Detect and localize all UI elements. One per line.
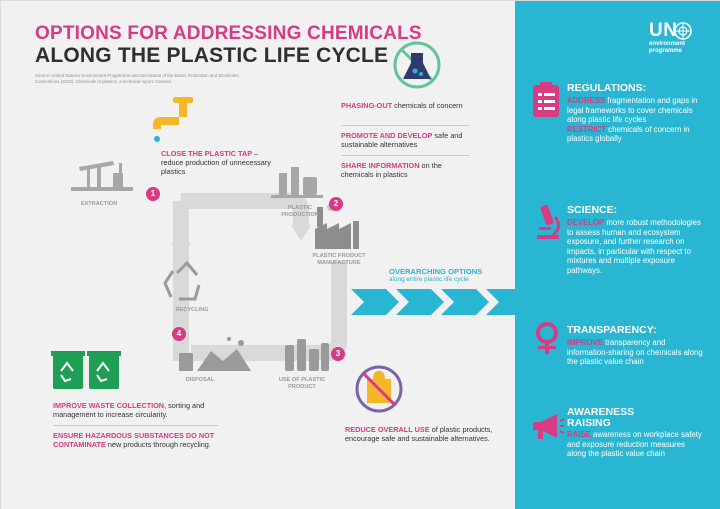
- no-flask-icon: [393, 41, 441, 89]
- regulations-point-1: ADDRESS fragmentation and gaps in legal …: [567, 96, 707, 125]
- stage-extraction: EXTRACTION: [80, 201, 118, 207]
- overarching-arrows: [351, 289, 529, 315]
- transparency-body: IMPROVE transparency and information-sha…: [567, 338, 703, 367]
- un-emblem-icon: [674, 22, 692, 40]
- stage-use: USE OF PLASTIC PRODUCT: [278, 377, 326, 390]
- tap-option: CLOSE THE PLASTIC TAP – reduce productio…: [161, 149, 281, 176]
- regulations-point-2-highlight: RESTRICT: [567, 124, 606, 134]
- science-text: more robust methodologies to assess huma…: [567, 218, 701, 275]
- production-option-1-text: chemicals of concern: [392, 101, 463, 110]
- transparency-section: TRANSPARENCY: IMPROVE transparency and i…: [567, 325, 703, 367]
- left-panel: [1, 1, 515, 509]
- no-plastic-bag-icon: [355, 365, 403, 413]
- waste-option-2-highlight: ENSURE HAZARDOUS SUBSTANCES DO NOT CONTA…: [53, 431, 215, 449]
- megaphone-icon: [533, 414, 565, 439]
- magnifier-icon: [536, 322, 558, 354]
- microscope-icon: [537, 204, 560, 239]
- production-option-2-text: safe and sustainable alternatives: [341, 131, 463, 149]
- waste-option-1-highlight: IMPROVE WASTE COLLECTION: [53, 401, 165, 410]
- title-line-2: ALONG THE PLASTIC LIFE CYCLE: [35, 44, 389, 67]
- production-option-1: PHASING-OUT chemicals of concern: [341, 101, 471, 110]
- production-option-3-highlight: SHARE INFORMATION: [341, 161, 420, 170]
- production-option-3: SHARE INFORMATION on the chemicals in pl…: [341, 161, 471, 179]
- waste-option-1: IMPROVE WASTE COLLECTION, sorting and ma…: [53, 401, 223, 419]
- recycling-icon: [163, 260, 201, 301]
- transparency-heading: TRANSPARENCY:: [567, 324, 657, 336]
- use-option-highlight: REDUCE OVERALL USE: [345, 425, 430, 434]
- flow-path-top: [181, 193, 309, 227]
- divider: [341, 155, 469, 156]
- overarching-options: OVERARCHING OPTIONS along entire plastic…: [389, 267, 509, 284]
- refinery-icon: [271, 167, 323, 198]
- title-line-1: OPTIONS FOR ADDRESSING CHEMICALS: [35, 23, 422, 44]
- awareness-body: RAISE awareness on workplace safety and …: [567, 430, 703, 459]
- use-option-text: of plastic products, encourage safe and …: [345, 425, 493, 443]
- divider: [341, 125, 469, 126]
- science-heading: SCIENCE:: [567, 204, 618, 216]
- stage-recycling: RECYCLING: [175, 307, 209, 313]
- recycle-bin-icon-1: [51, 351, 85, 389]
- regulations-point-2-text: chemicals of concern in plastics globall…: [567, 124, 690, 144]
- bottles-icon: [285, 339, 329, 371]
- production-option-3-text: on the chemicals in plastics: [341, 161, 442, 179]
- logo-line-1: environment: [649, 41, 686, 47]
- step-number-3: 3: [331, 347, 345, 361]
- un-logo-text: UN: [649, 20, 678, 41]
- step-number-4: 4: [172, 327, 186, 341]
- stage-manufacture: PLASTIC PRODUCT MANUFACTURE: [312, 253, 366, 266]
- science-section: SCIENCE: DEVELOP more robust methodologi…: [567, 205, 703, 276]
- stage-production: PLASTIC PRODUCTION: [281, 205, 319, 218]
- landfill-icon: [179, 337, 251, 371]
- production-option-2-highlight: PROMOTE AND DEVELOP: [341, 131, 433, 140]
- awareness-section: AWARENESS RAISING RAISE awareness on wor…: [567, 407, 703, 459]
- tap-option-text: – reduce production of unnecessary plast…: [161, 149, 271, 176]
- recycle-bin-icon-2: [87, 351, 121, 389]
- waste-option-2: ENSURE HAZARDOUS SUBSTANCES DO NOT CONTA…: [53, 431, 223, 449]
- awareness-heading-2: RAISING: [567, 417, 611, 429]
- transparency-highlight: IMPROVE: [567, 338, 603, 347]
- waste-option-1-text: , sorting and management to increase cir…: [53, 401, 205, 419]
- production-option-2: PROMOTE AND DEVELOP safe and sustainable…: [341, 131, 471, 149]
- regulations-point-1-highlight: ADDRESS: [567, 96, 606, 105]
- tap-icon: [153, 97, 193, 142]
- science-body: DEVELOP more robust methodologies to ass…: [567, 218, 703, 276]
- use-option: REDUCE OVERALL USE of plastic products, …: [345, 425, 495, 443]
- awareness-highlight: RAISE: [567, 430, 591, 439]
- regulations-section: REGULATIONS: ADDRESS fragmentation and g…: [567, 83, 707, 144]
- oil-pump-icon: [71, 161, 133, 191]
- regulations-point-1-text: fragmentation and gaps in legal framewor…: [567, 96, 698, 125]
- tap-option-highlight: CLOSE THE PLASTIC TAP: [161, 149, 253, 158]
- flow-arrow-down: [291, 225, 311, 241]
- overarching-title: OVERARCHING OPTIONS: [389, 267, 483, 276]
- transparency-text: transparency and information-sharing on …: [567, 338, 703, 367]
- stage-disposal: DISPOSAL: [185, 377, 215, 383]
- regulations-point-2: RESTRICT chemicals of concern in plastic…: [567, 125, 707, 144]
- flow-path-right: [241, 261, 347, 361]
- un-environment-logo: UN environment programme: [649, 21, 685, 54]
- source-note: Source: United Nations Environment Progr…: [35, 73, 239, 84]
- waste-option-2-text: new products through recycling.: [105, 440, 211, 449]
- divider: [53, 425, 218, 426]
- awareness-text: awareness on workplace safety and exposu…: [567, 430, 702, 459]
- step-number-1: 1: [146, 187, 160, 201]
- logo-line-2: programme: [649, 47, 683, 54]
- production-option-1-highlight: PHASING-OUT: [341, 101, 393, 110]
- step-number-2: 2: [329, 197, 343, 211]
- flow-arrow-up: [171, 229, 191, 245]
- regulations-heading: REGULATIONS:: [567, 82, 647, 94]
- awareness-heading-1: AWARENESS: [567, 406, 635, 418]
- clipboard-icon: [533, 82, 559, 117]
- overarching-subtitle: along entire plastic life cycle: [389, 276, 469, 283]
- science-highlight: DEVELOP: [567, 218, 605, 227]
